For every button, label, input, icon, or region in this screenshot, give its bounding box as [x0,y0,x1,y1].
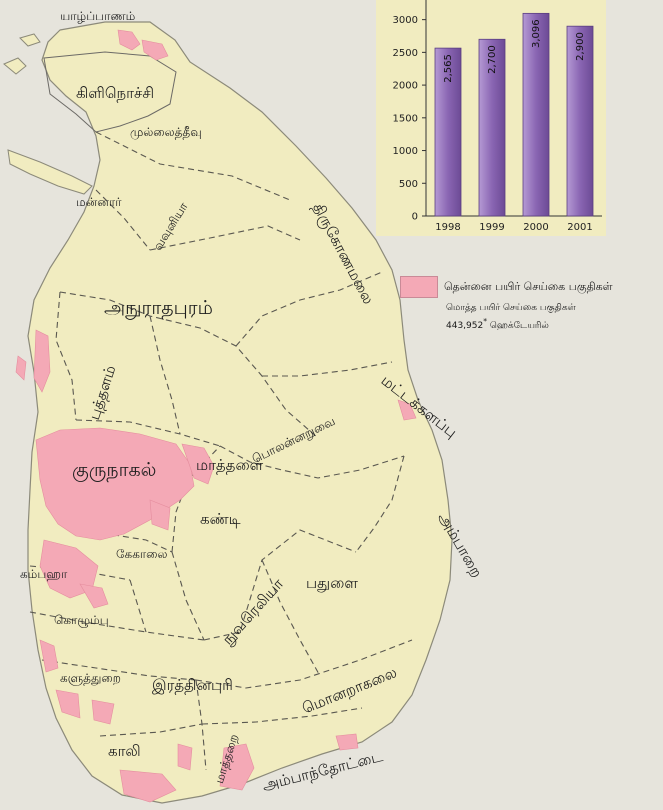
chart-value-label-1998: 2,565 [443,54,454,83]
chart-tick-group: 0 500 1000 1500 2000 2500 3000 [393,15,426,223]
legend-title: தென்னை பயிர் செய்கை பகுதிகள் [444,279,613,293]
legend-note-line1: மொத்த பயிர் செய்கை பகுதிகள் [446,303,576,313]
label-mannar: மன்னார் [76,195,122,209]
chart-value-label-1999: 2,700 [487,45,498,74]
label-ratnapura: இரத்தினபுரி [152,676,233,694]
legend-note: மொத்த பயிர் செய்கை பகுதிகள் 443,952* ஹெக… [446,302,662,333]
chart-y-tick-label-2: 1000 [393,146,418,157]
chart-y-tick-label-4: 2000 [393,81,418,92]
chart-bar-2000 [522,12,550,217]
legend-swatch [400,276,438,298]
bar-chart: 0 500 1000 1500 2000 2500 3000 2,565 2,700 3,096… [376,0,606,236]
legend: தென்னை பயிர் செய்கை பகுதிகள் மொத்த பயிர்… [400,276,662,333]
chart-bar-1998 [434,47,462,217]
legend-note-marker: * [483,317,487,326]
label-kalutara: களுத்துறை [60,671,121,686]
label-matale: மாத்தளை [196,456,264,474]
chart-category-group: 1998 1999 2000 2001 [435,222,592,233]
label-mullaitivu: முல்லைத்தீவு [130,125,202,140]
chart-category-label-2000: 2000 [523,222,548,233]
legend-note-line2: 443,952* ஹெக்டேயரில் [446,315,662,333]
chart-category-label-2001: 2001 [567,222,592,233]
label-galle: காலி [108,742,141,760]
northern-islands [3,33,41,75]
chart-value-label-2001: 2,900 [575,32,586,61]
label-kurunegala: குருநாகல் [72,459,156,482]
label-jaffna: யாழ்ப்பாணம் [60,9,135,23]
chart-y-tick-label-1: 500 [399,179,418,190]
kilinochchi-boundary [43,51,177,133]
legend-note-value: 443,952 [446,321,484,331]
chart-y-tick-label-3: 1500 [393,113,418,124]
chart-y-tick-label-5: 2500 [393,48,418,59]
label-colombo: கொழும்பு [54,613,109,628]
label-kandy: கண்டி [200,510,241,528]
legend-note-unit: ஹெக்டேயரில் [489,321,549,331]
chart-category-label-1999: 1999 [479,222,504,233]
label-kilinochchi: கிளிநொச்சி [76,84,154,102]
chart-bar-group: 2,565 2,700 3,096 2,900 [434,12,594,217]
mannar-island [7,149,93,195]
chart-bar-2001 [566,25,594,217]
chart-y-tick-label-0: 0 [412,212,418,223]
chart-bar-1999 [478,38,506,217]
coconut-areas [15,29,417,803]
chart-value-label-2000: 3,096 [531,19,542,48]
island-landmass [27,21,453,804]
chart-category-label-1998: 1998 [435,222,460,233]
label-anuradhapura: அநுராதபுரம் [104,297,213,320]
label-kegalle: கேகாலை [116,547,167,561]
chart-y-tick-label-6: 3000 [393,15,418,26]
label-gampaha: கம்பஹா [20,567,68,581]
label-badulla: பதுளை [306,574,358,592]
district-boundaries [29,131,413,771]
